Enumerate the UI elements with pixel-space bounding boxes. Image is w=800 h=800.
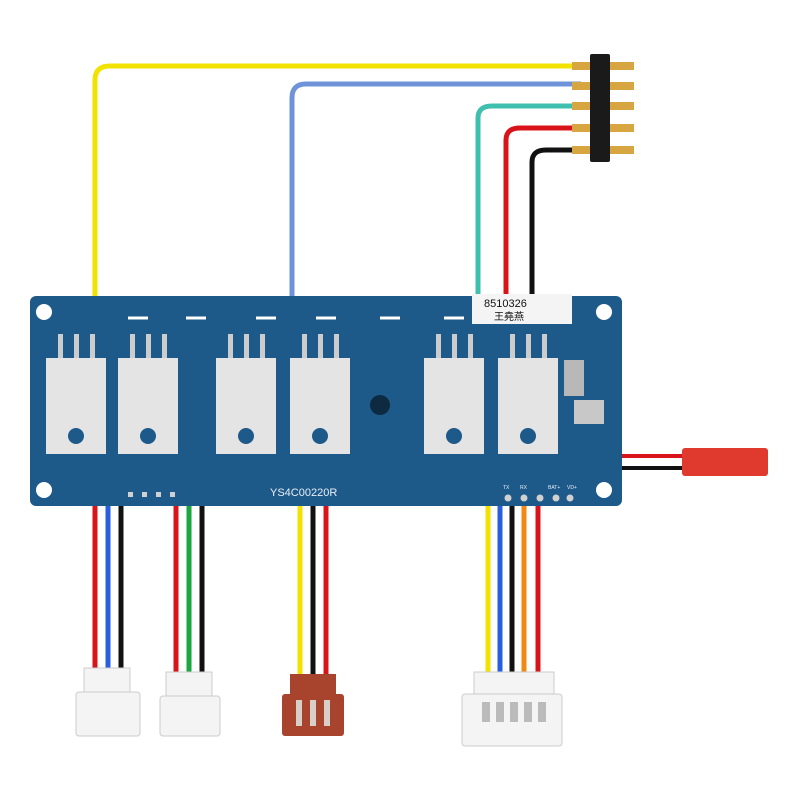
sticker (472, 294, 572, 324)
sticker-code: 8510326 (484, 298, 527, 310)
pin-label-vd: VD+ (567, 485, 577, 491)
wire-black (529, 147, 583, 303)
pin-label-rx: RX (520, 485, 528, 491)
top-wires (92, 63, 583, 303)
wire-yellow (92, 63, 583, 303)
pin-label-bat: BAT+ (548, 485, 560, 491)
connector-white-5pin (461, 671, 563, 747)
mosfets (46, 334, 558, 454)
connector-white-2 (159, 671, 221, 737)
wire-blue (289, 81, 583, 303)
wire-red (503, 125, 583, 303)
board-part-number: YS4C00220R (270, 487, 337, 499)
sticker-name: 王堯燕 (494, 310, 524, 323)
bottom-wires (92, 505, 541, 678)
pin-header (572, 54, 634, 162)
pin-label-tx: TX (503, 485, 510, 491)
connector-white-1 (75, 667, 141, 737)
pcb-board: 8510326 王堯燕 YS4C00220R TX RX BAT+ VD+ (30, 294, 622, 506)
connector-brown (282, 674, 344, 736)
bottom-connectors (75, 667, 563, 747)
wire-teal (475, 103, 583, 303)
red-battery-connector (682, 448, 768, 476)
